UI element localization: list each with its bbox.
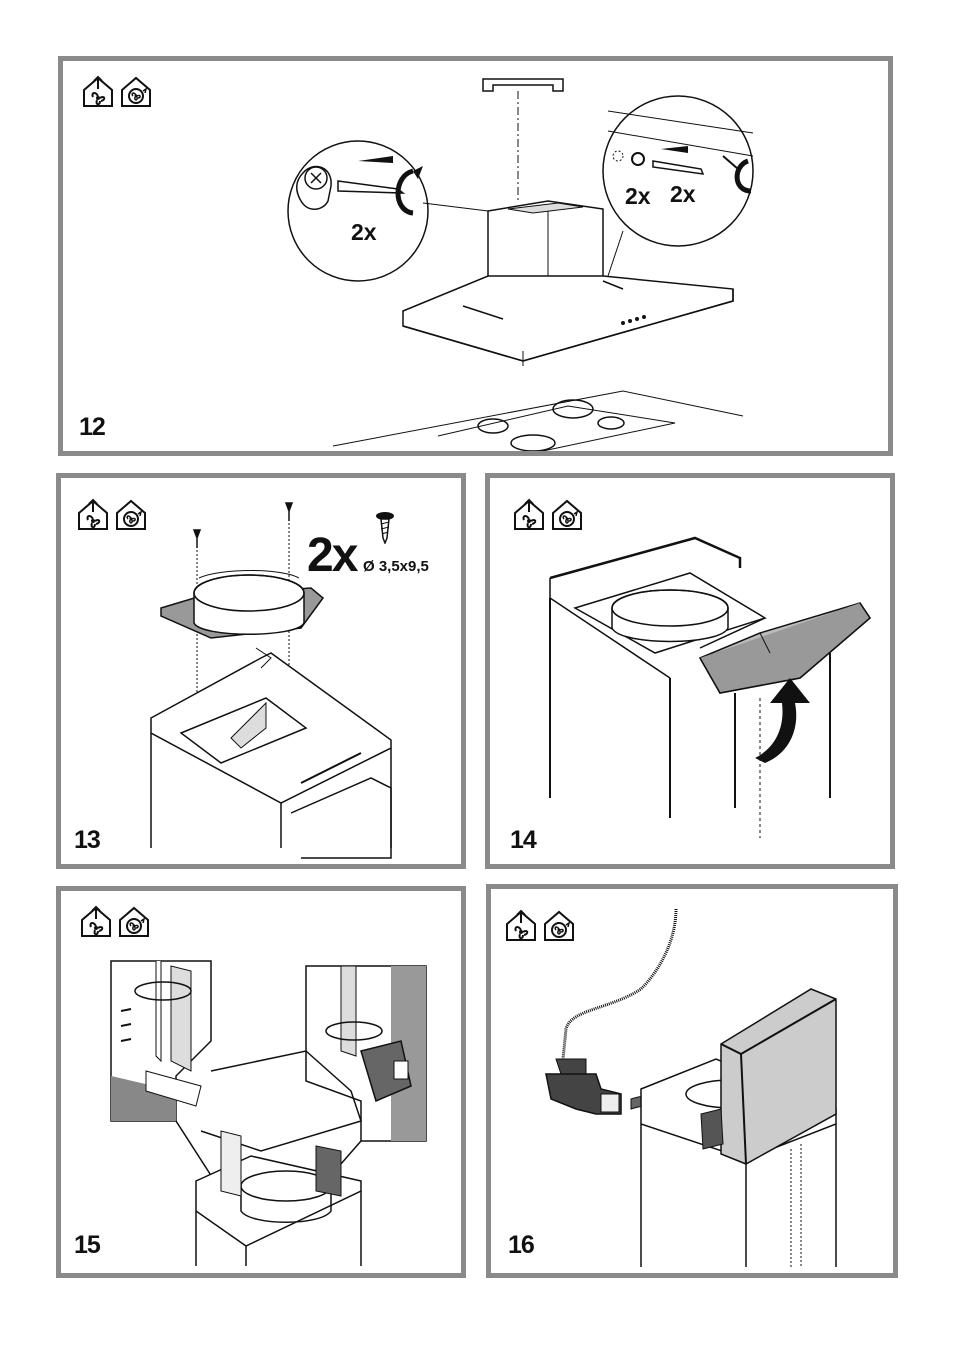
count-label-left: 2x <box>351 219 377 246</box>
step-number: 12 <box>79 413 105 442</box>
air-outlet-flange-illustration <box>61 478 461 864</box>
step-number: 14 <box>510 826 536 855</box>
panel-step-15: 15 <box>56 886 466 1278</box>
screw-icon <box>373 510 397 544</box>
count-label-right-b: 2x <box>670 181 696 208</box>
hood-wall-mount-illustration <box>63 61 888 451</box>
step-number: 16 <box>508 1231 534 1260</box>
step-number: 13 <box>74 826 100 855</box>
power-plug-connection-illustration <box>491 889 893 1273</box>
step-number: 15 <box>74 1231 100 1260</box>
socket-mount-illustration <box>61 891 461 1273</box>
panel-step-13: 2x Ø 3,5x9,5 13 <box>56 473 466 869</box>
chimney-cover-illustration <box>490 478 890 864</box>
screw-size-label: Ø 3,5x9,5 <box>363 558 429 575</box>
panel-step-12: 2x 2x 2x 12 <box>58 56 893 456</box>
screw-count-label: 2x <box>307 528 356 583</box>
panel-step-16: 16 <box>486 884 898 1278</box>
panel-step-14: 14 <box>485 473 895 869</box>
count-label-right-a: 2x <box>625 183 651 210</box>
